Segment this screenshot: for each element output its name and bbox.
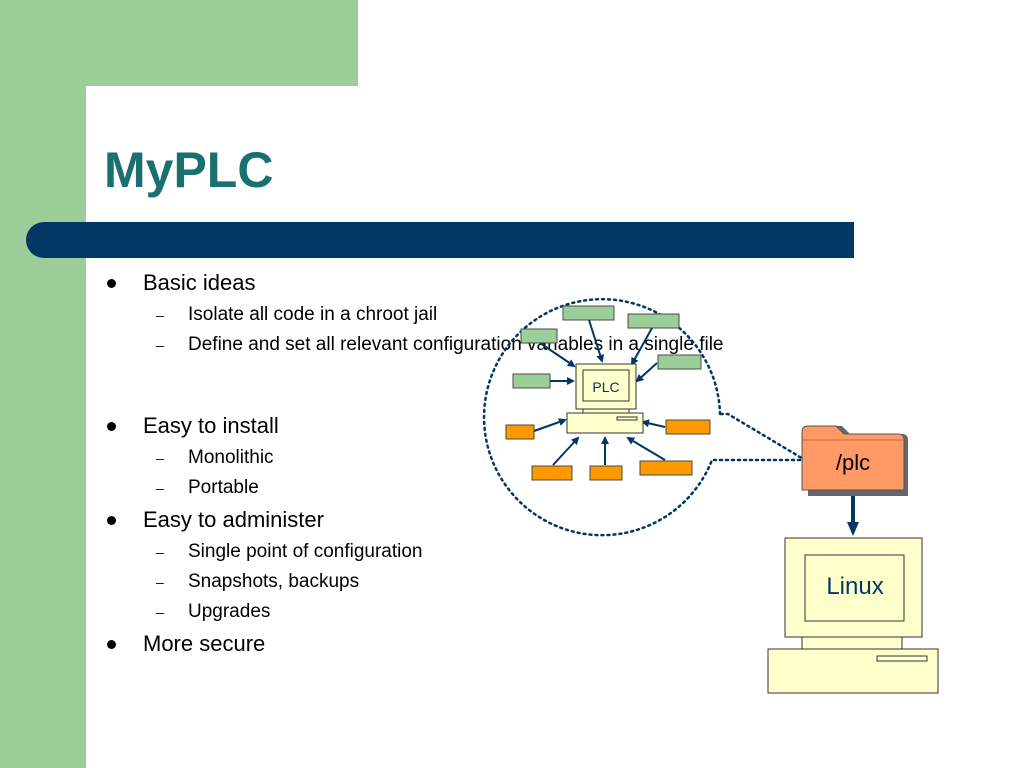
- sub-bullet-text: Single point of configuration: [188, 541, 423, 562]
- bullet-dot-icon: [107, 422, 116, 431]
- folder-icon: /plc: [801, 425, 908, 496]
- bullet-text: More secure: [143, 631, 266, 656]
- linux-monitor-label: Linux: [826, 573, 883, 600]
- decor-content-corner: [86, 86, 186, 186]
- decor-top-band: [0, 0, 358, 86]
- bullet-dot-icon: [107, 279, 116, 288]
- dash-icon: –: [156, 544, 164, 560]
- dash-icon: –: [156, 337, 164, 353]
- connector-arrow: [588, 319, 604, 363]
- bullet-text: Easy to install: [143, 413, 279, 438]
- orange-module-box: [665, 419, 711, 435]
- connector-arrow: [631, 327, 653, 366]
- connector-arrow: [641, 419, 666, 428]
- decor-left-band: [0, 0, 86, 768]
- connector-arrow: [635, 362, 658, 383]
- orange-module-box: [589, 465, 623, 481]
- orange-module-box: [639, 460, 693, 476]
- connector-arrow: [539, 342, 576, 368]
- dash-icon: –: [156, 450, 164, 466]
- plc-computer-icon: PLC: [566, 363, 644, 434]
- sub-bullet-text: Snapshots, backups: [188, 571, 360, 592]
- sub-bullet-text: Upgrades: [188, 601, 271, 622]
- dash-icon: –: [156, 604, 164, 620]
- plc-monitor-label: PLC: [592, 379, 619, 395]
- green-module-box: [562, 305, 615, 321]
- sub-bullet-text: Isolate all code in a chroot jail: [188, 304, 438, 325]
- green-module-box: [657, 354, 702, 370]
- sub-bullet-text: Monolithic: [188, 447, 274, 468]
- bullet-text: Easy to administer: [143, 507, 324, 532]
- green-module-box: [512, 373, 551, 389]
- bullet-dot-icon: [107, 516, 116, 525]
- green-module-box: [627, 313, 680, 329]
- connector-arrow: [533, 418, 567, 432]
- dash-icon: –: [156, 574, 164, 590]
- slide-title: MyPLC: [104, 142, 274, 198]
- dash-icon: –: [156, 480, 164, 496]
- sub-bullet-text: Portable: [188, 477, 259, 498]
- bullet-dot-icon: [107, 640, 116, 649]
- orange-module-box: [531, 465, 573, 481]
- linux-computer-icon: Linux: [767, 537, 939, 694]
- bullet-text: Basic ideas: [143, 270, 256, 295]
- dash-icon: –: [156, 307, 164, 323]
- title-underline-bar: [26, 222, 854, 258]
- folder-label: /plc: [836, 450, 870, 475]
- orange-module-box: [505, 424, 535, 440]
- green-module-box: [520, 328, 558, 344]
- connector-arrow: [626, 436, 666, 461]
- connector-arrow: [552, 436, 580, 466]
